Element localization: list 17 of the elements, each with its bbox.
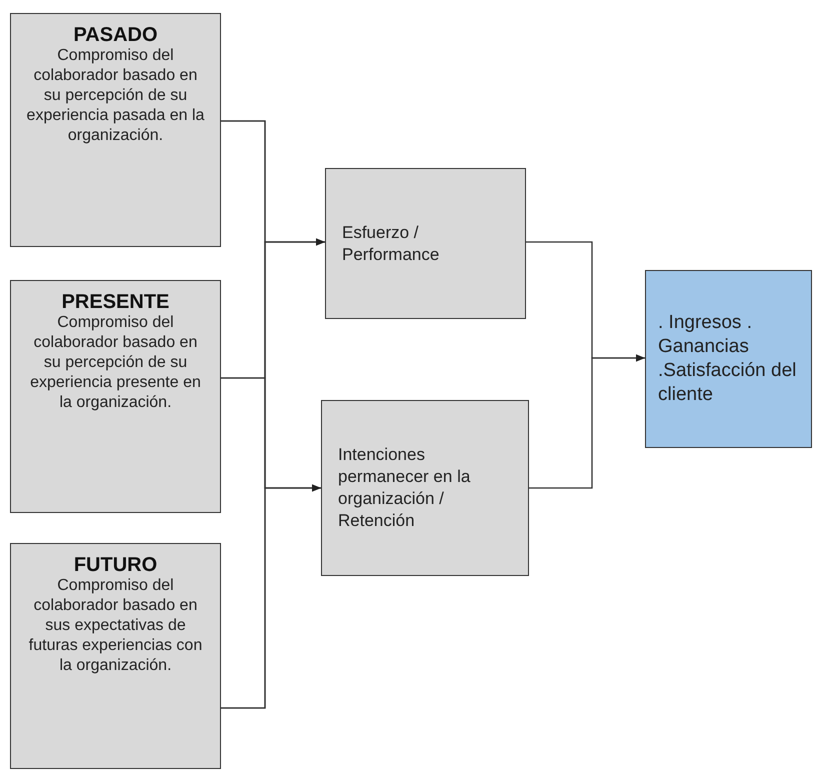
box-heading: PASADO — [73, 24, 158, 46]
process-box — [321, 400, 529, 576]
box-heading: PRESENTE — [62, 291, 170, 313]
box-text: Compromiso del colaborador basado en su percepción de su experiencia presente en la organización. — [29, 313, 202, 413]
process-box — [10, 280, 221, 513]
box-heading: FUTURO — [74, 554, 158, 576]
process-box — [325, 168, 526, 319]
box-text: . Ingresos . Ganancias .Satisfacción del cliente — [658, 311, 798, 407]
connector-arrow — [529, 354, 645, 489]
connector-arrow — [221, 484, 321, 709]
box-text: Intenciones permanecer en la organización / Retención — [338, 444, 472, 532]
box-text: Esfuerzo / Performance — [342, 222, 440, 266]
box-text: Compromiso del colaborador basado en sus expectativas de futuras experiencias con la organización. — [28, 576, 204, 676]
box-text: Compromiso del colaborador basado en su percepción de su experiencia pasada en la organización. — [26, 46, 206, 146]
process-box — [10, 13, 221, 247]
process-box — [645, 270, 812, 448]
process-box — [10, 543, 221, 769]
